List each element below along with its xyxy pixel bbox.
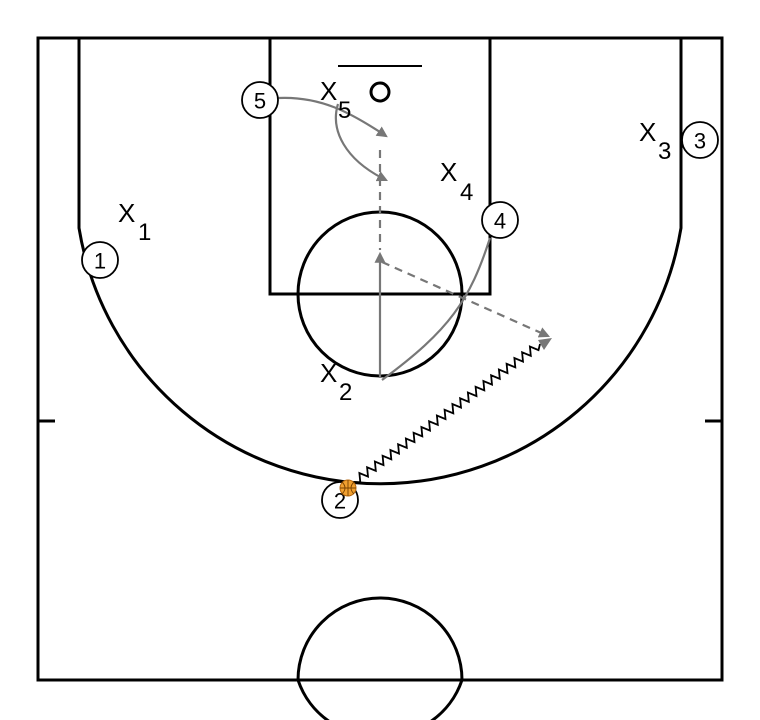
defender-x5: X 5 — [320, 76, 351, 124]
offense-player-1: 1 — [81, 241, 119, 279]
player-4-circle — [481, 201, 519, 239]
center-circle-lower — [296, 679, 464, 720]
offense-player-3: 3 — [681, 121, 719, 159]
player-3-circle — [681, 121, 719, 159]
defender-x4-number: 4 — [460, 179, 473, 206]
defender-x4: X 4 — [440, 157, 473, 206]
cut-line-player-5-to-block — [277, 96, 388, 138]
center-circle — [296, 596, 464, 681]
player-3-label: 3 — [694, 129, 706, 154]
three-point-line — [77, 38, 683, 486]
pass-line-diagonal — [381, 260, 551, 338]
defender-x2-number: 2 — [339, 379, 352, 406]
defender-x3-number: 3 — [658, 138, 671, 165]
dribble-line-player-2 — [353, 343, 541, 484]
cut-line-player-5-to-elbow — [334, 103, 388, 182]
defender-x1-mark: X — [118, 198, 135, 228]
defender-x2-mark: X — [320, 358, 337, 388]
cut-line-player-4 — [381, 237, 492, 381]
defender-x5-number: 5 — [338, 97, 351, 124]
defender-x1-number: 1 — [138, 219, 151, 246]
basketball-icon — [339, 479, 357, 497]
play-actions — [277, 96, 552, 484]
defender-x1: X 1 — [118, 198, 151, 246]
offense-player-4: 4 — [481, 201, 519, 239]
dribble-arrowhead — [538, 338, 552, 350]
player-4-label: 4 — [494, 209, 506, 234]
court-lines — [36, 36, 724, 720]
basket-rim — [369, 81, 391, 103]
defender-x3: X 3 — [639, 117, 671, 165]
defender-x2: X 2 — [320, 358, 352, 406]
offense-player-5: 5 — [241, 81, 279, 119]
player-5-label: 5 — [254, 89, 266, 114]
defender-x5-mark: X — [320, 76, 337, 106]
player-1-circle — [81, 241, 119, 279]
defender-x4-mark: X — [440, 157, 457, 187]
player-5-circle — [241, 81, 279, 119]
player-1-label: 1 — [94, 249, 106, 274]
defender-x3-mark: X — [639, 117, 656, 147]
